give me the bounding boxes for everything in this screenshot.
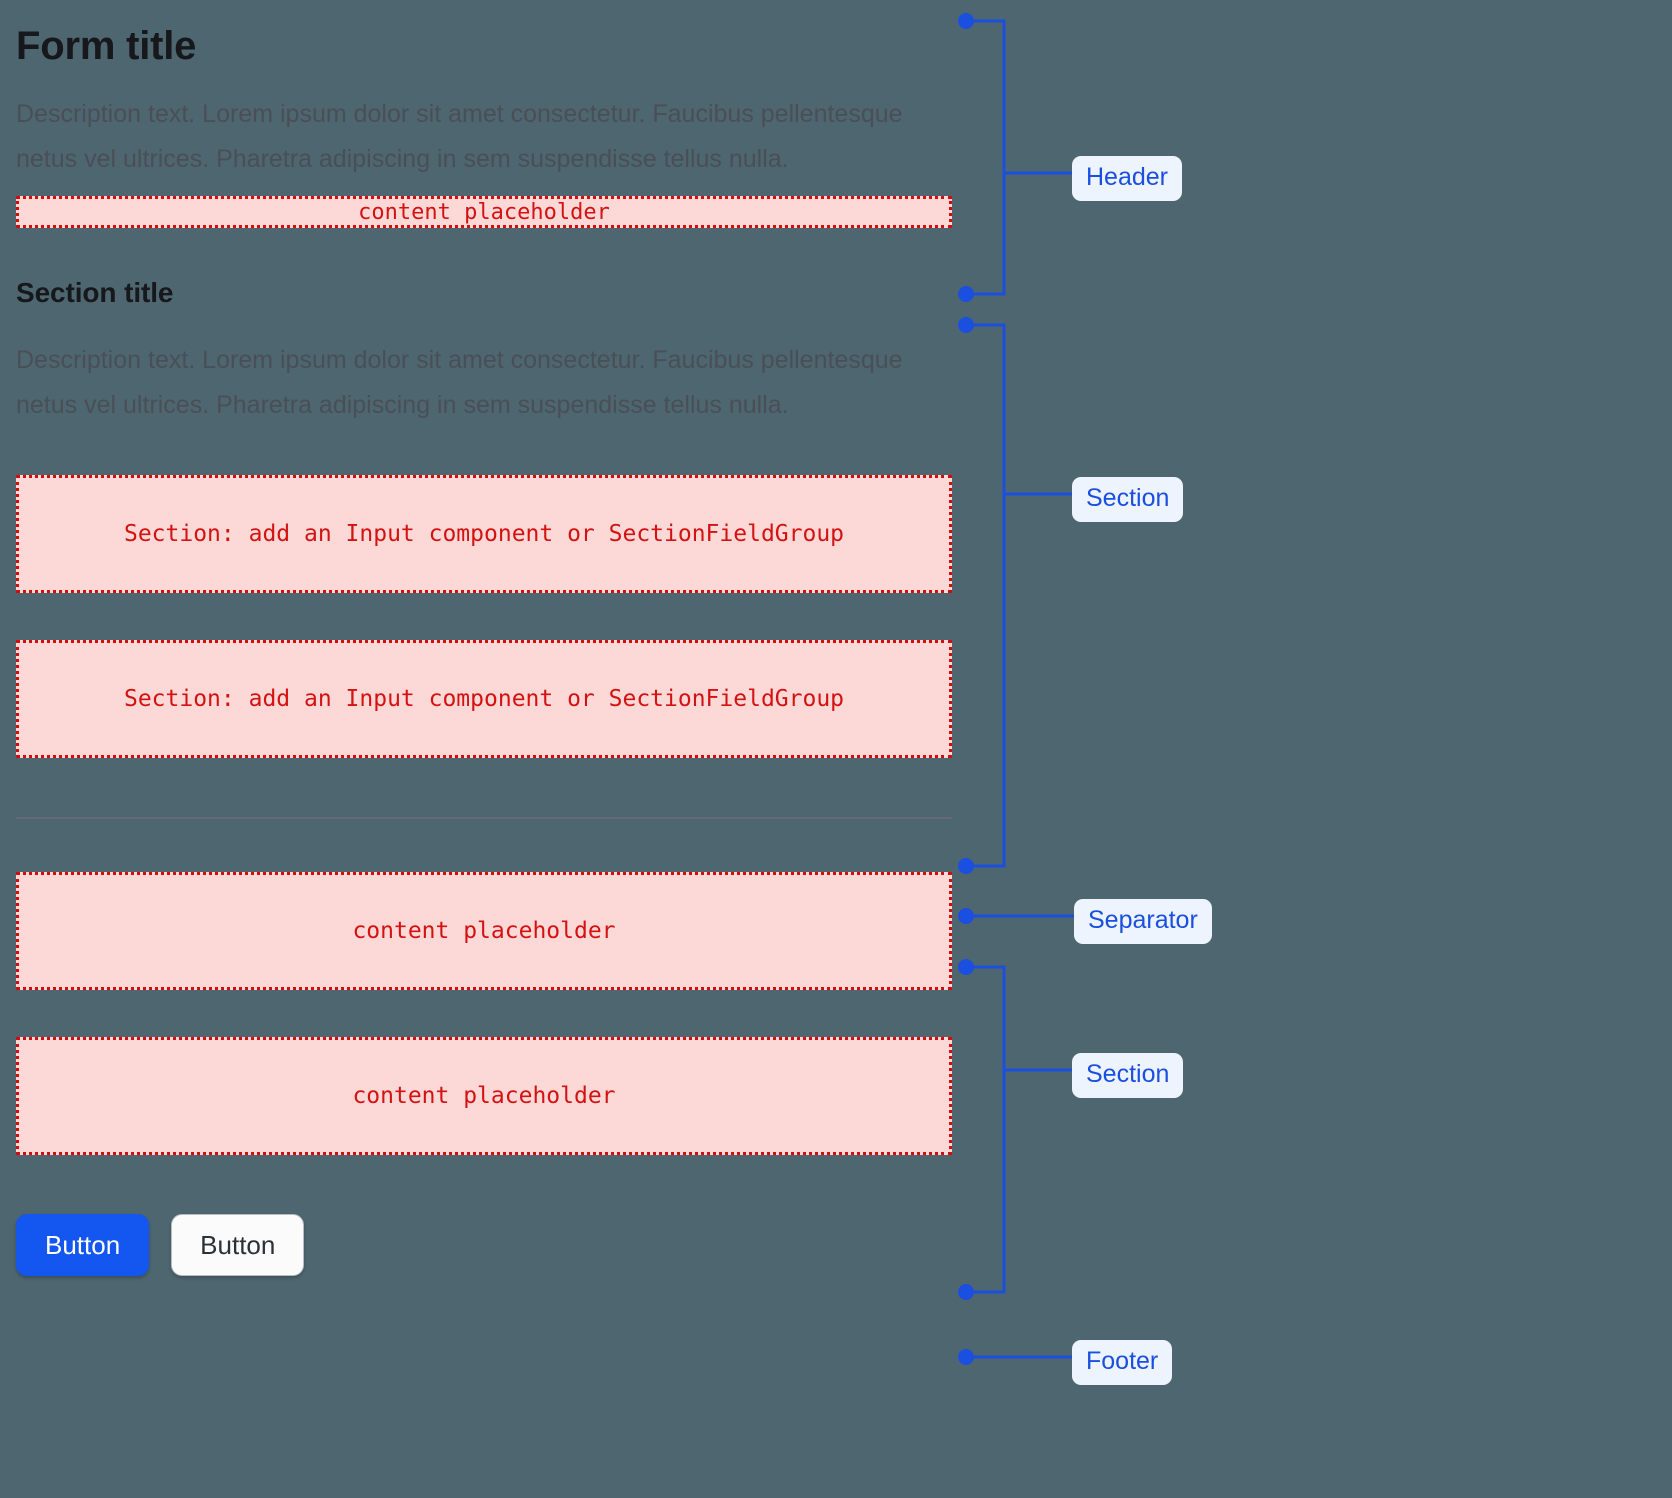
form-header: Form title Description text. Lorem ipsum… (16, 0, 952, 228)
annotation-label-footer[interactable]: Footer (1072, 1340, 1173, 1385)
secondary-button[interactable]: Button (171, 1214, 305, 1276)
primary-button[interactable]: Button (16, 1214, 150, 1276)
section-one-title: Section title (16, 277, 174, 308)
section-one-bracket (966, 323, 1006, 868)
section-one-description: Description text. Lorem ipsum dolor sit … (16, 346, 903, 419)
annotation-label-separator[interactable]: Separator (1074, 899, 1212, 944)
header-bracket (966, 19, 1006, 296)
annotation-label-section-one[interactable]: Section (1072, 477, 1184, 522)
section-two-placeholder-1: content placeholder (16, 872, 952, 990)
form-description: Description text. Lorem ipsum dolor sit … (16, 100, 903, 173)
form-separator (16, 817, 952, 819)
form-footer: Button Button (16, 1214, 952, 1276)
annotation-label-section-two[interactable]: Section (1072, 1053, 1184, 1098)
section-two: content placeholder content placeholder (16, 872, 952, 1155)
section-one: Section title Description text. Lorem ip… (16, 275, 952, 758)
section-one-placeholder-1: Section: add an Input component or Secti… (16, 475, 952, 593)
annotation-label-header[interactable]: Header (1072, 156, 1182, 201)
form-container: Form title Description text. Lorem ipsum… (16, 0, 952, 1276)
form-title: Form title (16, 24, 197, 68)
section-one-placeholder-2: Section: add an Input component or Secti… (16, 640, 952, 758)
annotation-anchor-dots (958, 13, 974, 1365)
section-two-bracket (966, 965, 1006, 1294)
section-two-placeholder-2: content placeholder (16, 1037, 952, 1155)
header-content-placeholder: content placeholder (16, 196, 952, 228)
